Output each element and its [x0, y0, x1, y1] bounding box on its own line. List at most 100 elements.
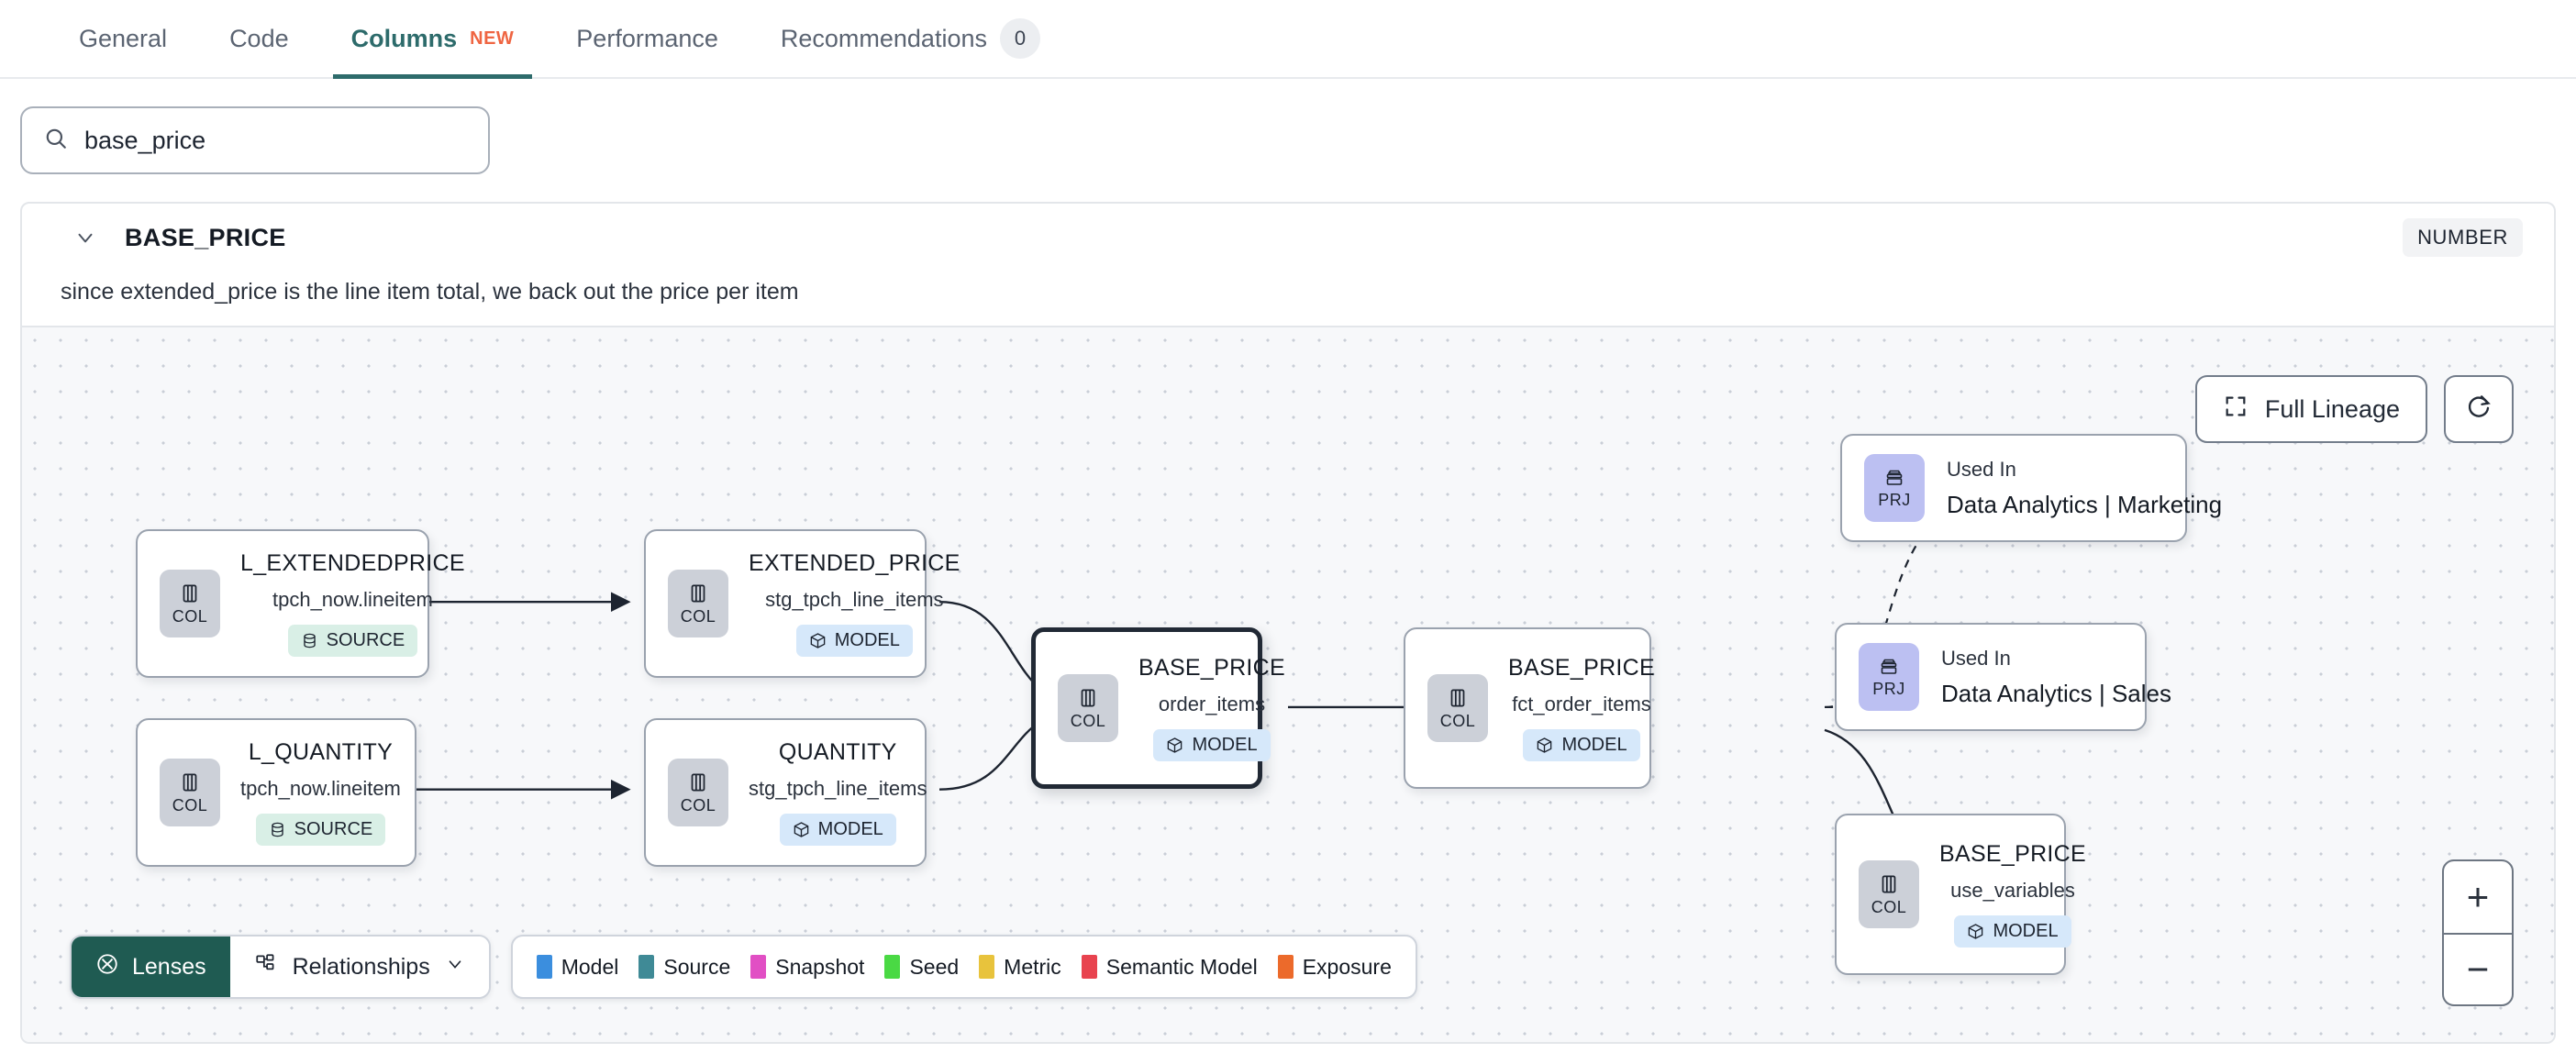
node-body: L_EXTENDEDPRICE tpch_now.lineitem SOURCE — [220, 550, 489, 657]
legend-label: Snapshot — [775, 954, 865, 979]
lineage-node-quantity[interactable]: COL QUANTITY stg_tpch_line_items MODEL — [644, 718, 927, 867]
tab-columns[interactable]: Columns NEW — [320, 0, 546, 79]
node-name: BASE_PRICE — [1939, 841, 2087, 867]
project-icon — [1886, 470, 1903, 485]
node-subtitle: stg_tpch_line_items — [749, 777, 927, 800]
node-name: EXTENDED_PRICE — [749, 550, 960, 576]
node-name: BASE_PRICE — [1508, 655, 1656, 681]
legend-swatch — [884, 955, 901, 979]
lineage-node-base-price-order-items[interactable]: COL BASE_PRICE order_items MODEL — [1031, 627, 1285, 789]
node-subtitle: use_variables — [1950, 879, 2075, 902]
search-input[interactable]: base_price — [20, 106, 490, 174]
col-kind-label: COL — [1070, 711, 1106, 730]
col-kind-chip: COL — [1058, 674, 1118, 742]
lens-group: Lenses Relationships — [70, 935, 491, 999]
relationships-dropdown[interactable]: Relationships — [229, 937, 489, 997]
legend-label: Source — [663, 954, 731, 979]
prj-kind-label: PRJ — [1872, 679, 1905, 698]
resource-type-legend: Model Source Snapshot Seed Metric — [510, 935, 1417, 999]
search-area: base_price — [0, 79, 2576, 174]
column-icon — [183, 772, 197, 792]
col-kind-chip: COL — [668, 759, 728, 826]
node-badge-row: MODEL — [749, 612, 960, 657]
lineage-node-base-price-fct-order-items[interactable]: COL BASE_PRICE fct_order_items MODEL — [1404, 627, 1655, 789]
lineage-node-l-extendedprice[interactable]: COL L_EXTENDEDPRICE tpch_now.lineitem SO… — [136, 529, 465, 678]
lineage-node-l-quantity[interactable]: COL L_QUANTITY tpch_now.lineitem SOURCE — [136, 718, 416, 867]
cube-icon — [810, 633, 826, 648]
project-icon — [1881, 659, 1897, 674]
column-card: BASE_PRICE NUMBER since extended_price i… — [20, 202, 2556, 1044]
tab-general[interactable]: General — [48, 0, 198, 77]
expand-icon — [2223, 393, 2248, 426]
legend-item: Model — [536, 954, 619, 980]
tab-performance[interactable]: Performance — [545, 0, 749, 77]
col-kind-label: COL — [1439, 711, 1476, 730]
node-badge-row: SOURCE — [240, 801, 401, 846]
lineage-graph-canvas[interactable]: COL L_EXTENDEDPRICE tpch_now.lineitem SO… — [22, 326, 2554, 1042]
node-badge-row: SOURCE — [240, 612, 465, 657]
full-lineage-button[interactable]: Full Lineage — [2194, 375, 2427, 443]
lineage-node-base-price-use-variables[interactable]: COL BASE_PRICE use_variables MODEL — [1835, 814, 2086, 975]
cube-icon — [1168, 737, 1183, 753]
legend-item: Source — [638, 955, 730, 980]
zoom-controls: + − — [2442, 859, 2514, 1006]
col-kind-chip: COL — [668, 570, 728, 637]
col-kind-chip: COL — [1859, 860, 1919, 928]
prj-kind-chip: PRJ — [1859, 643, 1919, 711]
node-body: EXTENDED_PRICE stg_tpch_line_items MODEL — [728, 550, 984, 657]
col-kind-label: COL — [172, 606, 208, 626]
project-name: Data Analytics | Sales — [1941, 679, 2171, 707]
resource-badge-source: SOURCE — [255, 814, 386, 846]
lineage-node-extended-price[interactable]: COL EXTENDED_PRICE stg_tpch_line_items M… — [644, 529, 960, 678]
legend-item: Semantic Model — [1081, 954, 1258, 980]
legend-label: Model — [561, 954, 619, 979]
resource-badge-model: MODEL — [1954, 915, 2071, 948]
refresh-button[interactable] — [2444, 375, 2514, 443]
node-badge-row: MODEL — [1508, 716, 1655, 761]
page-title: BASE_PRICE — [125, 223, 286, 251]
search-input-value: base_price — [84, 126, 206, 154]
legend-label: Semantic Model — [1105, 954, 1258, 979]
cube-icon — [1969, 924, 1983, 939]
lineage-node-project-sales[interactable]: PRJ Used In Data Analytics | Sales — [1835, 623, 2171, 731]
legend-swatch — [1081, 955, 1097, 979]
legend-item: Snapshot — [750, 955, 864, 980]
node-subtitle: tpch_now.lineitem — [272, 588, 433, 611]
resource-badge-label: SOURCE — [326, 630, 405, 650]
tab-general-label: General — [79, 25, 168, 52]
node-body: Used In Data Analytics | Marketing — [1925, 458, 2246, 519]
legend-swatch — [1277, 955, 1294, 979]
zoom-out-button[interactable]: − — [2444, 933, 2512, 1004]
column-icon — [691, 772, 705, 792]
lineage-node-project-marketing[interactable]: PRJ Used In Data Analytics | Marketing — [1840, 434, 2222, 542]
legend-item: Metric — [979, 955, 1061, 980]
lenses-button[interactable]: Lenses — [72, 937, 230, 997]
chevron-down-icon — [445, 954, 465, 981]
column-description: since extended_price is the line item to… — [61, 279, 799, 305]
column-icon — [1882, 874, 1896, 893]
resource-badge-label: MODEL — [834, 630, 900, 650]
prj-kind-chip: PRJ — [1864, 454, 1925, 522]
node-badge-row: MODEL — [1939, 903, 2086, 948]
search-icon — [44, 127, 68, 155]
column-type-badge: NUMBER — [2403, 218, 2523, 257]
column-card-header[interactable]: BASE_PRICE NUMBER — [22, 204, 2554, 272]
legend-swatch — [750, 955, 767, 979]
legend-label: Metric — [1004, 954, 1061, 979]
lenses-icon — [95, 952, 119, 982]
column-icon — [1081, 688, 1095, 707]
column-icon — [183, 583, 197, 603]
node-body: L_QUANTITY tpch_now.lineitem SOURCE — [220, 739, 425, 846]
zoom-in-button[interactable]: + — [2466, 875, 2490, 918]
resource-badge-label: MODEL — [817, 819, 883, 839]
tab-bar: General Code Columns NEW Performance Rec… — [0, 0, 2576, 79]
legend-swatch — [979, 955, 995, 979]
tab-code[interactable]: Code — [198, 0, 320, 77]
lenses-label: Lenses — [132, 953, 206, 980]
tab-recommendations[interactable]: Recommendations 0 — [749, 0, 1071, 77]
resource-badge-model: MODEL — [1153, 729, 1271, 761]
graph-top-controls: Full Lineage — [2194, 375, 2514, 443]
chevron-down-icon[interactable] — [73, 226, 97, 249]
column-icon — [1450, 688, 1465, 707]
full-lineage-label: Full Lineage — [2264, 394, 2400, 423]
